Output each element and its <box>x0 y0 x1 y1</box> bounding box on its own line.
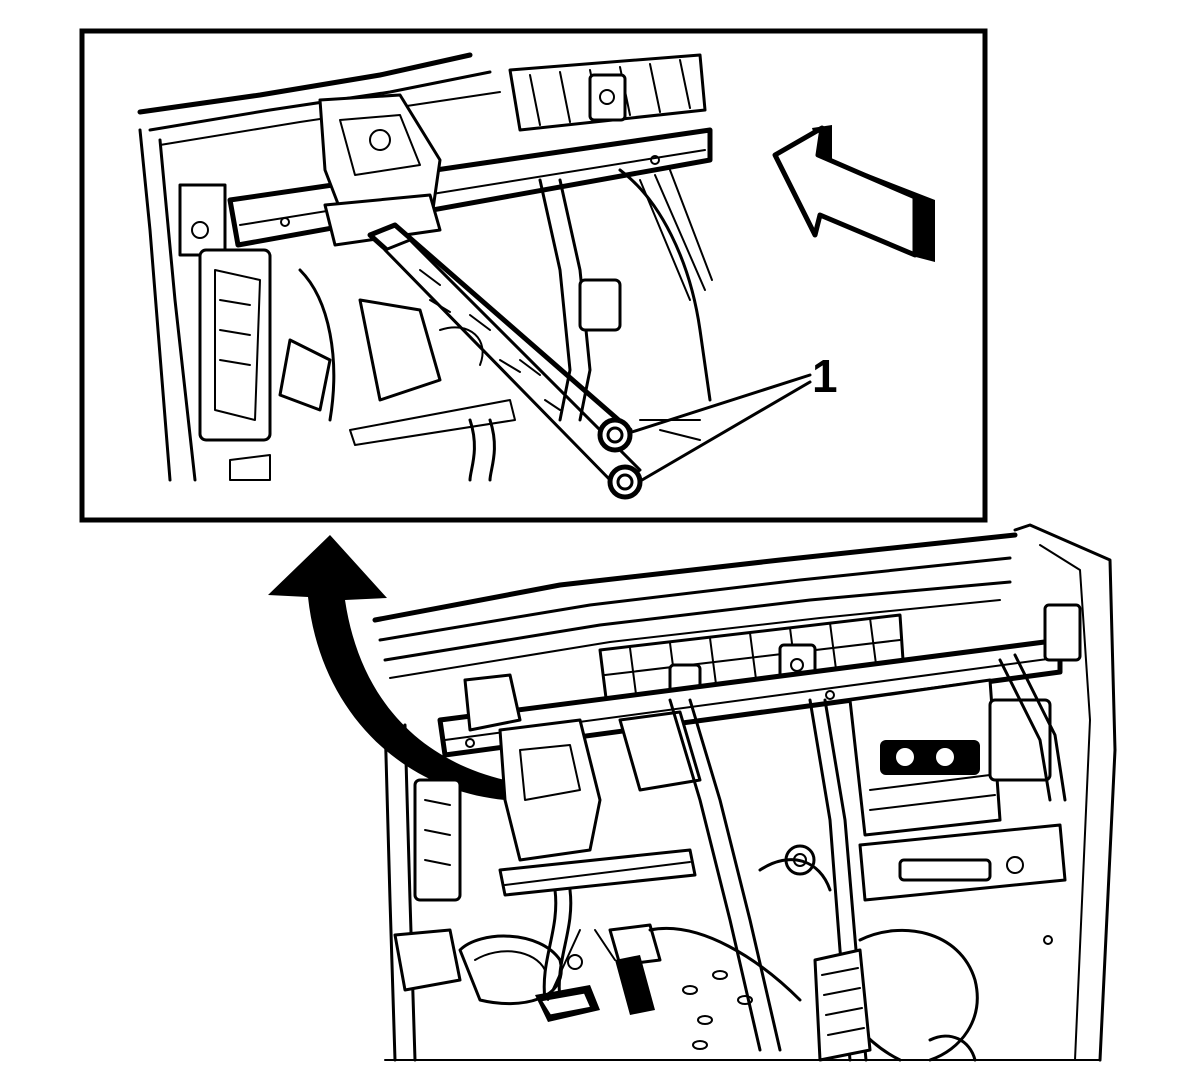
main-dash-top <box>372 523 1117 1062</box>
inset-detail-view: 1 <box>79 28 988 523</box>
inset-steering-bracket <box>318 93 442 247</box>
main-floor-fasteners <box>682 935 1053 1050</box>
callout-label-1: 1 <box>812 350 838 402</box>
main-lower-floor <box>458 888 802 1006</box>
main-pedals <box>535 929 655 1022</box>
bolt-lower <box>607 464 643 500</box>
inset-hvac-module <box>508 53 713 402</box>
main-left-components <box>383 718 462 1062</box>
main-lower-right <box>758 844 979 1062</box>
main-steering-area <box>463 673 868 1062</box>
inset-left-pillar <box>138 128 272 482</box>
main-view <box>372 523 1117 1062</box>
bolt-upper <box>597 417 633 453</box>
main-knee-bolster <box>498 823 1067 902</box>
main-right-module <box>848 653 1067 837</box>
inset-lower-components <box>229 178 701 482</box>
zoom-curved-arrow-icon <box>268 535 505 800</box>
callout-leaders <box>630 373 812 482</box>
main-cross-beam <box>437 603 1082 758</box>
inset-brace-bolts <box>597 417 643 500</box>
direction-arrow-icon <box>772 125 935 262</box>
